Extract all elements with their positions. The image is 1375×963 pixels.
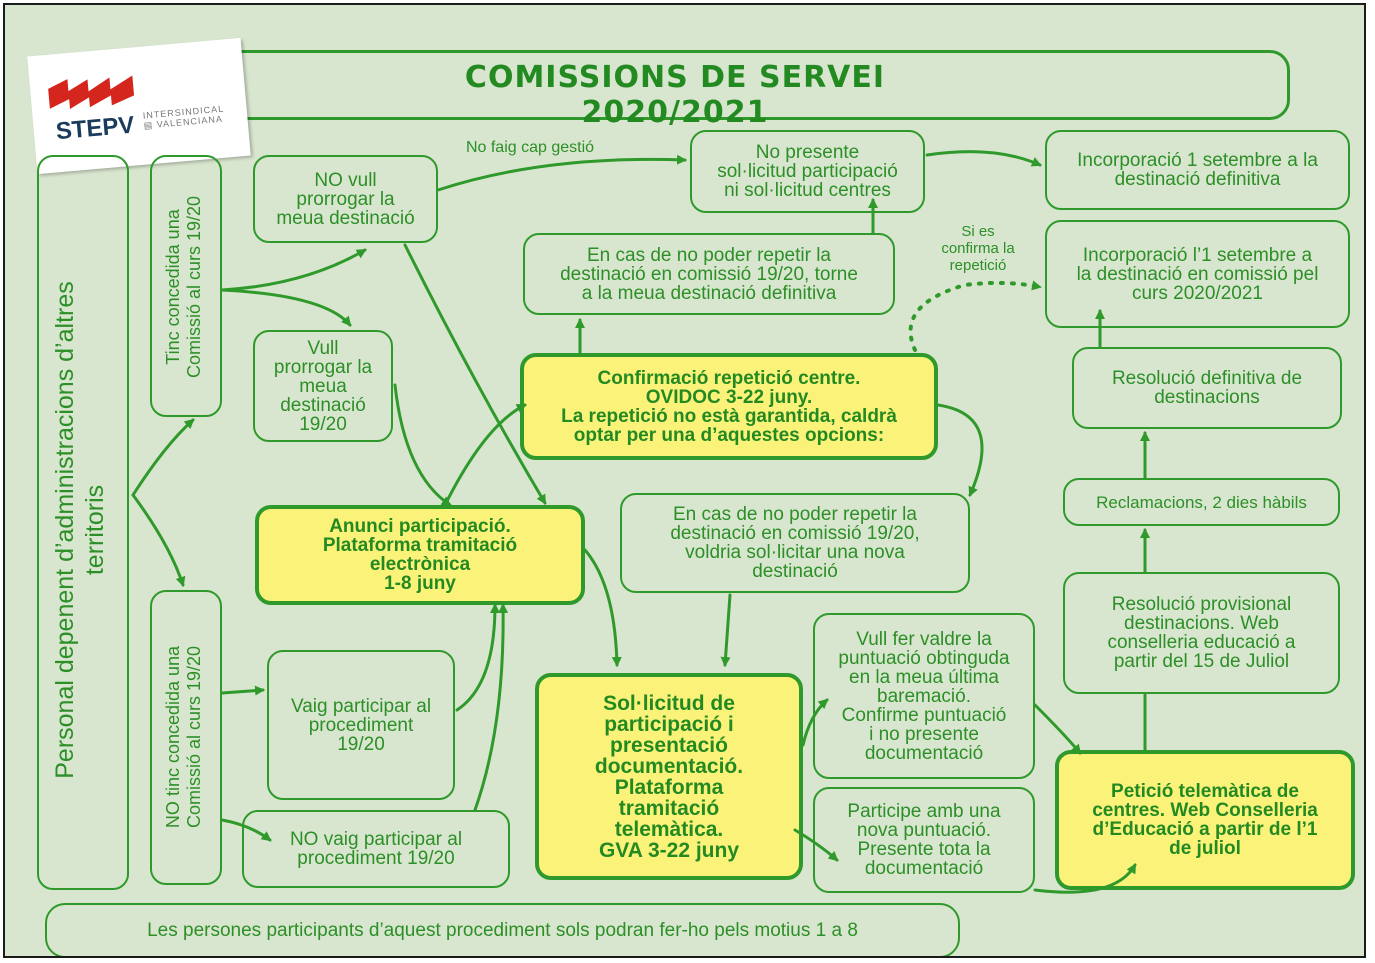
arrow-nova-to-solicitud [720, 593, 732, 667]
solicitud-participacio-box: Sol·licitud de participació i presentaci… [535, 673, 803, 880]
arrow-tinc-to-no-vull [220, 248, 367, 292]
resolucio-definitiva-box: Resolució definitiva de destinacions [1072, 347, 1342, 429]
dotted-arrow-si-es [908, 280, 1042, 352]
arrow-to-tinc [131, 418, 195, 497]
no-vaig-participar-box: NO vaig participar al procediment 19/20 [242, 810, 510, 888]
footer-note: Les persones participants d’aquest proce… [45, 903, 960, 956]
left-label-box [37, 155, 129, 890]
resolucio-provisional-box: Resolució provisional destinacions. Web … [1063, 572, 1340, 694]
arrow-tinc-to-vull [220, 288, 352, 327]
arrow-anunci-to-solicitud [583, 548, 622, 667]
arrow-vull-to-anunci [393, 383, 452, 507]
tinc-comissio-box [150, 155, 222, 417]
arrow-no-vaig-to-anunci [473, 603, 509, 812]
en-cas-nova-box: En cas de no poder repetir la destinació… [620, 493, 970, 593]
incorporacio-comissio-box: Incorporació l’1 setembre a la destinaci… [1045, 220, 1350, 328]
incorporacio-definitiva-box: Incorporació 1 setembre a la destinació … [1045, 130, 1350, 210]
page-title: COMISSIONS DE SERVEI 2020/2021 [464, 60, 886, 130]
vull-prorrogar-box: Vull prorrogar la meua destinació 19/20 [253, 330, 393, 442]
arrow-confirmacio-to-nova [936, 403, 984, 497]
logo-flag-icon [48, 75, 135, 110]
vull-fer-valdre-box: Vull fer valdre la puntuació obtinguda e… [813, 613, 1035, 779]
arrow-no-tinc-to-vaig [220, 685, 265, 696]
no-presente-box: No presente sol·licitud participació ni … [690, 130, 925, 213]
no-vull-prorrogar-box: NO vull prorrogar la meua destinació [253, 155, 438, 243]
en-cas-torne-box: En cas de no poder repetir la destinació… [523, 233, 895, 315]
reclamacions-box: Reclamacions, 2 dies hàbils [1063, 478, 1340, 526]
arrow-no-presente-to-incorp [925, 150, 1042, 167]
vaig-participar-box: Vaig participar al procediment 19/20 [267, 650, 455, 800]
arrow-to-no-tinc [131, 493, 186, 587]
arrow-no-tinc-to-no-vaig [220, 818, 272, 842]
peticio-telematica-box: Petició telemàtica de centres. Web Conse… [1055, 750, 1355, 890]
si-es-confirma-note: Si es confirma la repetició [941, 223, 1015, 274]
arrow-solicitud-to-participe [793, 828, 839, 862]
participe-nova-puntuacio-box: Participe amb una nova puntuació. Presen… [813, 787, 1035, 893]
stepv-logo: STEPV INTERSINDICAL ▤ VALENCIANA [27, 37, 251, 175]
arrow-valdre-to-peticio [1033, 703, 1082, 755]
anunci-participacio-box: Anunci participació. Plataforma tramitac… [255, 505, 585, 605]
arrow-participe-to-peticio [1033, 863, 1137, 894]
arrow-solicitud-to-valdre [801, 698, 829, 747]
arrow-anunci-to-confirmacio [443, 403, 527, 507]
arrow-vaig-to-anunci [455, 603, 500, 712]
no-tinc-comissio-box [150, 590, 222, 885]
flow-arrows [131, 150, 1150, 894]
no-faig-cap-gestio-note: No faig cap gestió [465, 139, 595, 156]
confirmacio-repeticio-box: Confirmació repetició centre. OVIDOC 3-2… [520, 353, 938, 460]
diagram-frame: COMISSIONS DE SERVEI 2020/2021 STEPV INT… [3, 3, 1366, 958]
arrow-no-vull-to-no-presente [436, 154, 687, 192]
arrow-no-vull-to-nova [403, 243, 547, 505]
